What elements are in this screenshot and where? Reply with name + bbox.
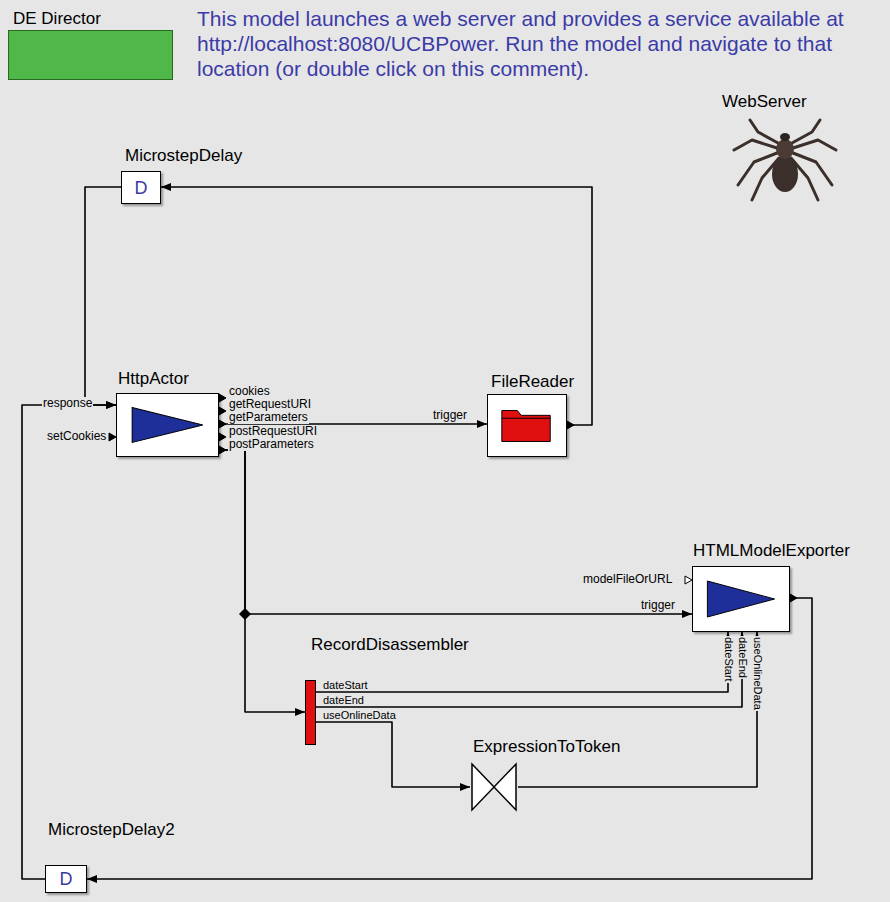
actor-name: DE Director: [13, 9, 101, 29]
port-label: trigger: [640, 599, 676, 612]
port-label: useOnlineData: [751, 636, 764, 711]
actor-name: FileReader: [491, 372, 574, 392]
port-label: dateEnd: [322, 694, 365, 706]
connector: [161, 187, 592, 425]
connector: [316, 722, 470, 787]
connector: [87, 598, 812, 879]
connector: [22, 405, 116, 879]
disassembler-bar: RecordDisassembler: [305, 680, 316, 745]
actor-name: MicrostepDelay: [125, 146, 242, 166]
port-label: useOnlineData: [322, 709, 397, 721]
delay-actor: MicrostepDelayD: [121, 171, 161, 204]
connector: [85, 187, 121, 405]
bowtie-shape: [470, 762, 518, 812]
actor-icon: [693, 567, 789, 631]
delay-actor: MicrostepDelay2D: [45, 865, 87, 893]
port-label: postRequestURI: [228, 425, 318, 438]
http-actor: HttpActor: [116, 393, 219, 457]
junction-diamond: [239, 608, 251, 620]
icon-caption: WebServer: [722, 92, 807, 112]
comment-text: This model launches a web server and pro…: [197, 6, 857, 81]
port-label: dateStart: [722, 636, 735, 683]
file-reader-actor: FileReader: [487, 394, 567, 457]
connector: [219, 450, 305, 712]
exporter-actor: HTMLModelExporter: [692, 566, 790, 632]
port-label: dateEnd: [736, 636, 749, 679]
connector: [518, 632, 757, 787]
port-label: getParameters: [228, 411, 309, 424]
port-label: setCookies: [46, 430, 107, 443]
spider-icon: [734, 120, 836, 200]
folder-icon: [488, 395, 566, 456]
actor-name: MicrostepDelay2: [48, 820, 175, 840]
port-label: postParameters: [228, 438, 315, 451]
port-label: modelFileOrURL: [582, 573, 673, 586]
actor-name: HttpActor: [118, 369, 189, 389]
actor-name: RecordDisassembler: [311, 635, 469, 655]
port-label: response: [42, 397, 93, 410]
port-label: cookies: [228, 385, 271, 398]
actor-name: HTMLModelExporter: [693, 541, 850, 561]
actor-name: ExpressionToToken: [473, 737, 620, 757]
port-label: dateStart: [322, 679, 369, 691]
port-label: getRequestURI: [228, 398, 312, 411]
actor-symbol: D: [60, 869, 73, 889]
actor-symbol: D: [135, 178, 148, 198]
actor-icon: [117, 394, 218, 456]
converter-actor: ExpressionToToken: [470, 762, 518, 812]
port-label: trigger: [432, 409, 468, 422]
connector: [219, 450, 692, 614]
director-box: DE Director: [8, 30, 173, 80]
